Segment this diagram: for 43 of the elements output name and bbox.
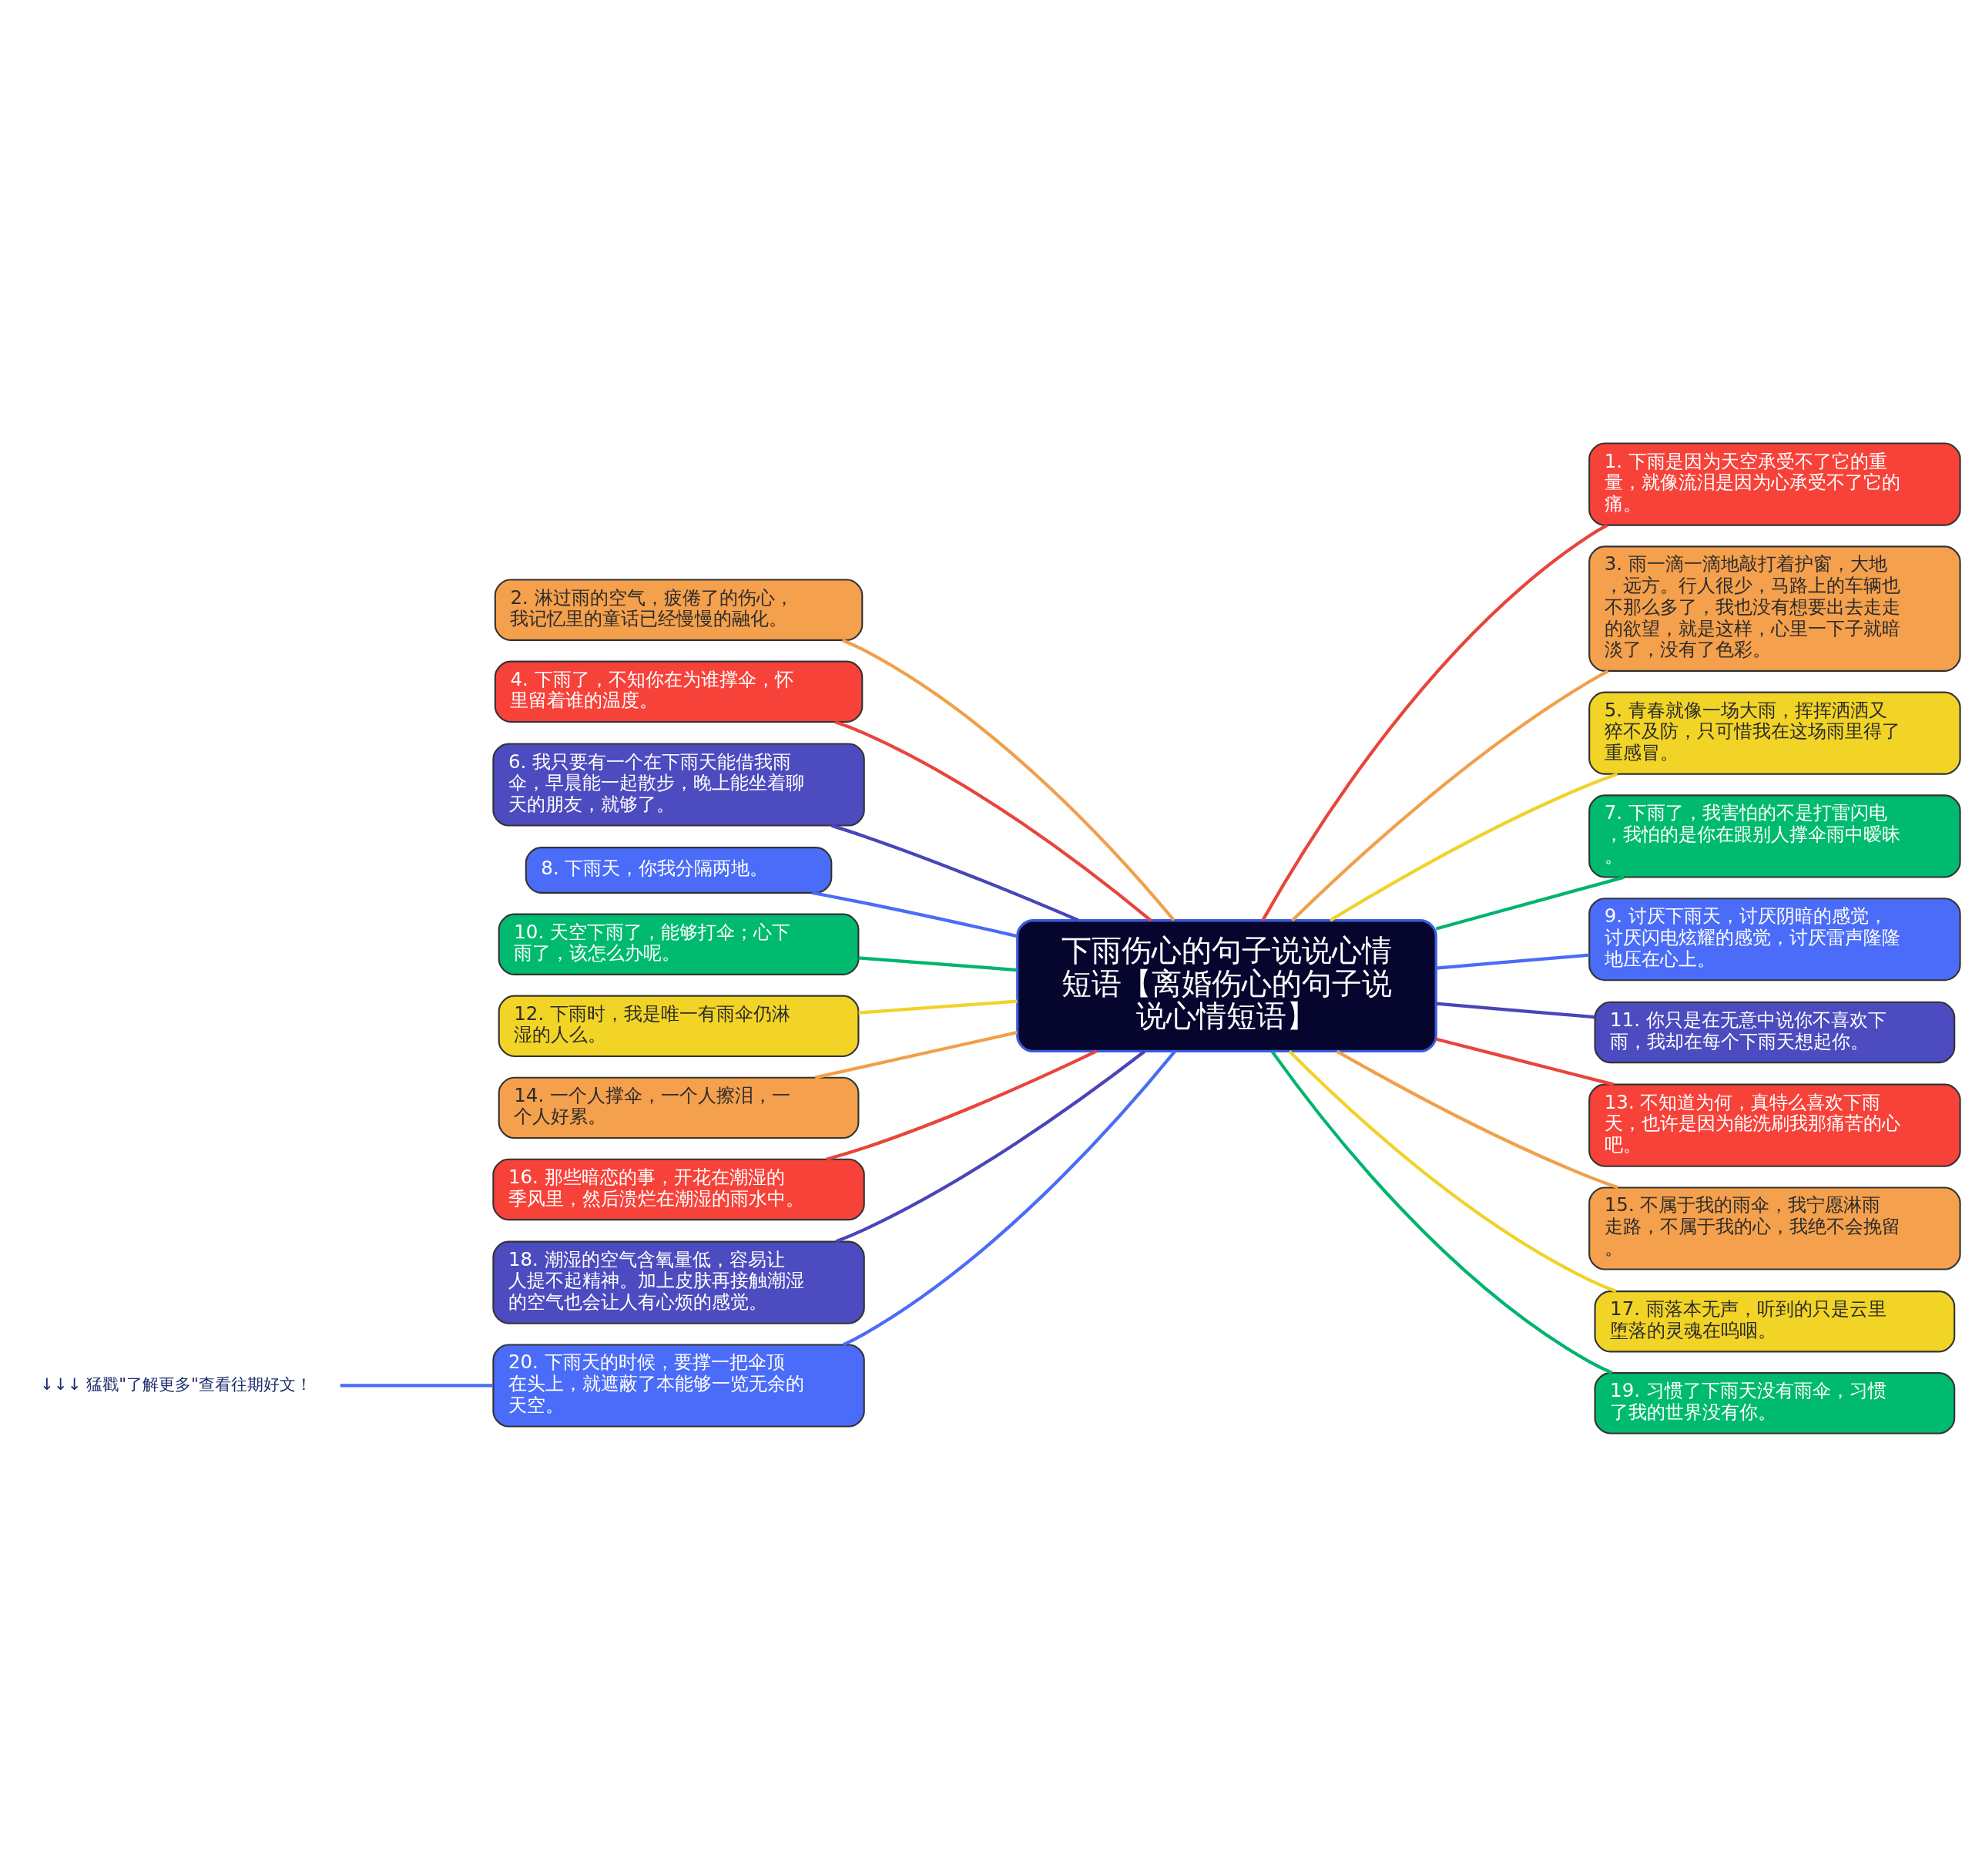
node-box: 4. 下雨了，不知你在为谁撑伞，怀里留着谁的温度。 xyxy=(494,660,864,723)
connector xyxy=(1291,669,1609,921)
node-box: 10. 天空下雨了，能够打伞；心下雨了，该怎么办呢。 xyxy=(498,913,860,975)
connector xyxy=(1288,1049,1617,1293)
connector xyxy=(1436,1002,1595,1019)
connector xyxy=(843,1049,1176,1346)
node-box: 2. 淋过雨的空气，疲倦了的伤心，我记忆里的童话已经慢慢的融化。 xyxy=(494,579,864,641)
connector xyxy=(1436,953,1590,970)
node-box: 5. 青春就像一场大雨，挥挥洒洒又猝不及防，只可惜我在这场雨里得了重感冒。 xyxy=(1588,691,1961,775)
node-box: 7. 下雨了，我害怕的不是打雷闪电，我怕的是你在跟别人撑伞雨中暧昧。 xyxy=(1588,794,1961,878)
connector xyxy=(1270,1050,1613,1374)
node-box: 8. 下雨天，你我分隔两地。 xyxy=(525,846,833,894)
node-box: 18. 潮湿的空气含氧量低，容易让人提不起精神。加上皮肤再接触潮湿的空气也会让人有心烦的感觉。 xyxy=(492,1240,865,1324)
node-box: 1. 下雨是因为天空承受不了它的重量，就像流泪是因为心承受不了它的痛。 xyxy=(1588,441,1961,526)
connector xyxy=(841,638,1175,921)
connector xyxy=(826,1049,1098,1161)
connector xyxy=(1336,1049,1619,1189)
node-box: 12. 下雨时，我是唯一有雨伞仍淋湿的人么。 xyxy=(498,995,860,1057)
connector xyxy=(834,720,1152,921)
connector xyxy=(812,891,1018,938)
node-box: 3. 雨一滴一滴地敲打着护窗，大地，远方。行人很少，马路上的车辆也不那么多了，我也没有想要出去走走的欲望，就是这样，心里一下子就暗淡了，没有了色彩。 xyxy=(1588,545,1961,672)
node-box: 下雨伤心的句子说说心情短语【离婚伤心的句子说说心情短语】 xyxy=(1016,918,1437,1052)
connector xyxy=(1435,1037,1615,1086)
node-box: 20. 下雨天的时候，要撑一把伞顶在头上，就遮蔽了本能够一览无余的天空。 xyxy=(492,1343,865,1428)
node-box: 15. 不属于我的雨伞，我宁愿淋雨走路，不属于我的心，我绝不会挽留。 xyxy=(1588,1186,1961,1270)
node-box: 11. 你只是在无意中说你不喜欢下雨，我却在每个下雨天想起你。 xyxy=(1594,1001,1956,1063)
connector xyxy=(858,998,1018,1015)
node-box: 6. 我只要有一个在下雨天能借我雨伞，早晨能一起散步，晚上能坐着聊天的朋友，就够了。 xyxy=(492,742,865,827)
node-text: ↓↓↓ 猛戳"了解更多"查看往期好文！ xyxy=(40,1374,312,1394)
connector xyxy=(858,955,1018,972)
connector xyxy=(340,1383,493,1388)
connector xyxy=(814,1030,1018,1079)
node-box: 16. 那些暗恋的事，开花在潮湿的季风里，然后溃烂在潮湿的雨水中。 xyxy=(492,1158,865,1220)
connector xyxy=(830,824,1079,921)
connector xyxy=(1261,523,1608,921)
node-box: 9. 讨厌下雨天，讨厌阴暗的感觉，讨厌闪电炫耀的感觉，讨厌雷声隆隆地压在心上。 xyxy=(1588,897,1961,981)
node-box: 17. 雨落本无声，听到的只是云里堕落的灵魂在呜咽。 xyxy=(1594,1290,1956,1352)
node-box: 14. 一个人撑伞，一个人擦泪，一个人好累。 xyxy=(498,1076,860,1139)
node-box: 19. 习惯了下雨天没有雨伞，习惯了我的世界没有你。 xyxy=(1594,1371,1956,1435)
connector xyxy=(1435,875,1625,931)
node-box: 13. 不知道为何，真特么喜欢下雨天，也许是因为能洗刷我那痛苦的心吧。 xyxy=(1588,1083,1961,1167)
connector xyxy=(1329,772,1618,921)
connector xyxy=(835,1049,1146,1243)
